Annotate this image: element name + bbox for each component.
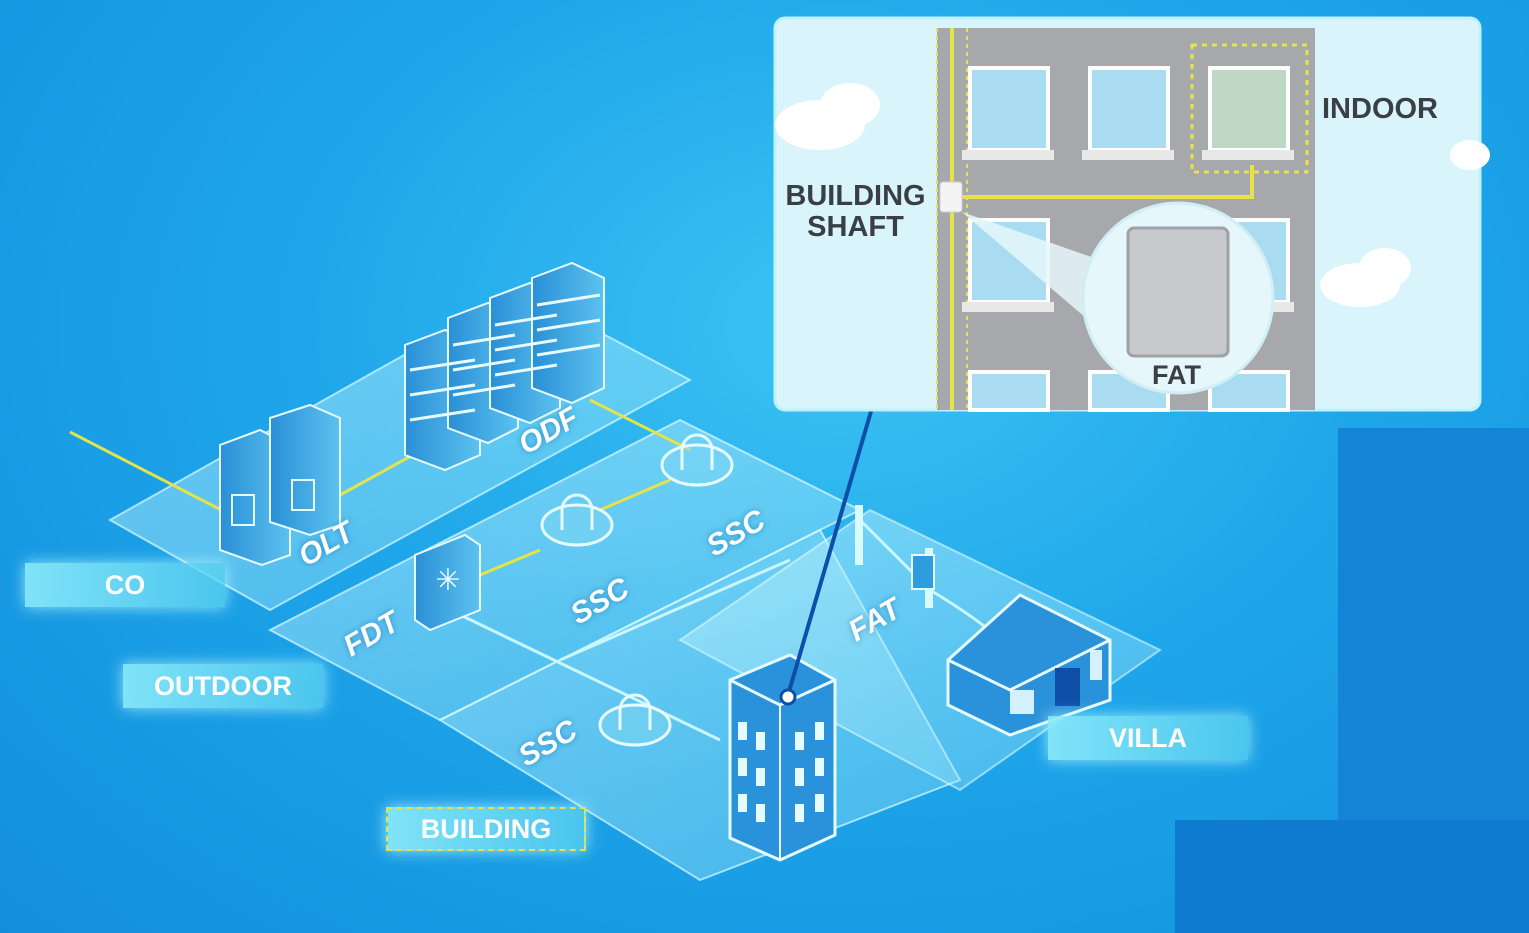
fiber-odf-ssc bbox=[589, 398, 691, 452]
link-ssc-villa bbox=[559, 558, 791, 662]
svg-text:✳: ✳ bbox=[435, 563, 460, 598]
indoor-drop-cable bbox=[952, 165, 1254, 199]
fat-device-icon bbox=[1126, 226, 1230, 358]
ssc-closures bbox=[540, 433, 734, 747]
villa-house bbox=[946, 593, 1112, 737]
shaft-fat-box bbox=[939, 181, 963, 213]
inset-label-shaft-line2: SHAFT bbox=[807, 211, 904, 243]
odf-racks bbox=[404, 261, 605, 472]
callout-line bbox=[786, 407, 874, 696]
highrise-building bbox=[728, 653, 837, 862]
olt-cabinets bbox=[219, 403, 341, 567]
indoor-inset-panel bbox=[773, 16, 1490, 412]
zone-label-outdoor: OUTDOOR bbox=[123, 664, 323, 708]
inset-label-fat: FAT bbox=[1152, 360, 1201, 390]
zone-label-co: CO bbox=[25, 563, 225, 607]
fat-box-outdoor bbox=[911, 554, 935, 590]
window-row-1 bbox=[962, 43, 1309, 174]
background-block-bottom bbox=[1175, 820, 1529, 933]
ssc-closure-3 bbox=[598, 693, 672, 747]
fiber-ssc-fdt bbox=[479, 548, 541, 577]
zone-label-villa: VILLA bbox=[1048, 716, 1248, 760]
utility-pole bbox=[855, 505, 935, 608]
indoor-highlight bbox=[1190, 43, 1309, 174]
link-fdt-building bbox=[449, 608, 721, 742]
zone-label-building: BUILDING bbox=[386, 807, 586, 851]
fiber-ssc-ssc bbox=[599, 478, 671, 512]
fdt-box: ✳ bbox=[414, 533, 481, 632]
inset-label-indoor: INDOOR bbox=[1322, 93, 1438, 125]
callout-dot bbox=[779, 688, 797, 706]
cloud-icons bbox=[775, 83, 1490, 307]
ssc-closure-1 bbox=[660, 433, 734, 487]
inset-label-building-shaft: BUILDING SHAFT bbox=[783, 181, 928, 243]
inset-label-shaft-line1: BUILDING bbox=[785, 180, 926, 212]
ssc-closure-2 bbox=[540, 493, 614, 547]
